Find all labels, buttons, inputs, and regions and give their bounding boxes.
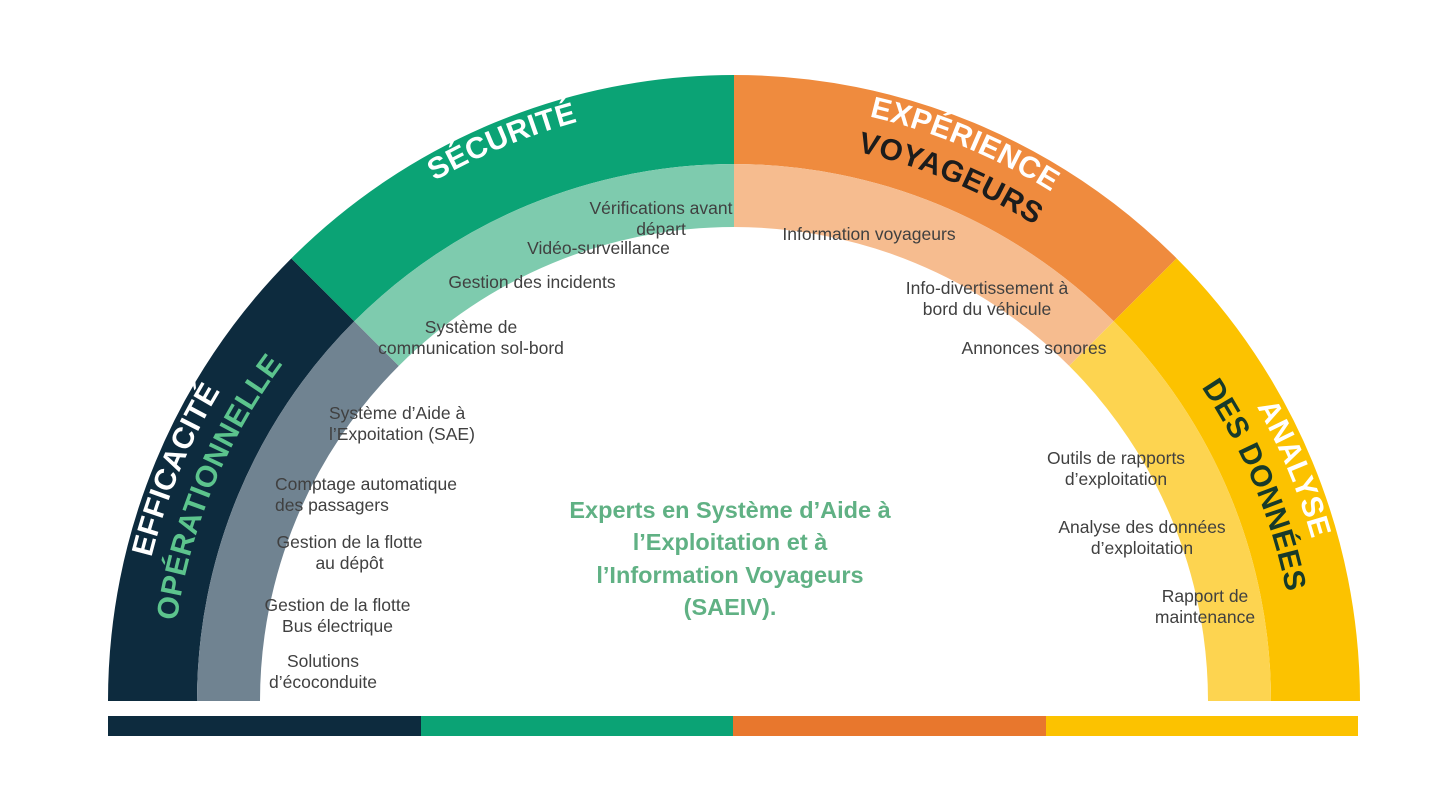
spoke-label-line: Solutions bbox=[287, 651, 359, 671]
center-tagline-line: l’Information Voyageurs bbox=[596, 561, 864, 588]
spoke-label-line: d’exploitation bbox=[1064, 468, 1168, 489]
arc-outer-band-securite bbox=[291, 75, 734, 322]
arc-inner-band-experience-voyageurs bbox=[734, 164, 1114, 366]
spoke-label-line: Rapport de bbox=[1161, 586, 1249, 606]
spoke-label-line: Gestion de la flotte bbox=[264, 595, 411, 615]
spoke-label-line: Annonces sonores bbox=[961, 338, 1107, 358]
spoke-label-experience-voyageurs-0: Information voyageurs bbox=[774, 224, 964, 245]
arc-inner-band-securite bbox=[354, 164, 734, 366]
bottom-bar-segment-0 bbox=[108, 716, 421, 736]
spoke-label-experience-voyageurs-2: Annonces sonores bbox=[955, 338, 1113, 359]
spoke-label-line: Analyse des données bbox=[1058, 517, 1226, 537]
spoke-label-line: Vidéo-surveillance bbox=[527, 238, 670, 258]
arc-inner-band-analyse-des-donnees bbox=[1069, 321, 1271, 701]
arc-bands bbox=[108, 75, 1360, 701]
spoke-label-line: bord du véhicule bbox=[922, 298, 1052, 319]
spoke-label-line: départ bbox=[636, 218, 686, 239]
spoke-label-securite-1: Vidéo-surveillance bbox=[516, 238, 681, 259]
spoke-label-line: d’écoconduite bbox=[269, 671, 377, 692]
spoke-label-line: Bus électrique bbox=[282, 615, 393, 636]
spoke-label-line: Gestion des incidents bbox=[448, 272, 616, 292]
center-tagline-line: Experts en Système d’Aide à bbox=[569, 497, 891, 523]
center-tagline: Experts en Système d’Aide à l’Exploitatio… bbox=[520, 494, 940, 624]
spoke-label-line: l’Expoitation (SAE) bbox=[329, 423, 475, 444]
spoke-label-line: Système d’Aide à bbox=[329, 403, 466, 423]
bottom-bar-segment-2 bbox=[733, 716, 1046, 736]
spoke-label-line: Comptage automatique bbox=[275, 474, 457, 494]
spoke-label-line: communication sol-bord bbox=[378, 337, 564, 358]
spoke-label-line: Système de bbox=[424, 317, 518, 337]
center-tagline-line: l’Exploitation et à bbox=[632, 529, 828, 556]
bottom-color-bar bbox=[108, 716, 1358, 736]
spoke-label-line: Outils de rapports bbox=[1046, 448, 1186, 468]
spoke-label-line: Info-divertissement à bbox=[905, 278, 1069, 298]
spoke-label-line: maintenance bbox=[1154, 606, 1256, 627]
arc-outer-band-analyse-des-donnees bbox=[1113, 258, 1360, 701]
spoke-label-line: au dépôt bbox=[315, 552, 384, 573]
bottom-bar-segment-1 bbox=[420, 716, 733, 736]
spoke-label-line: des passagers bbox=[275, 494, 389, 515]
spoke-label-line: Information voyageurs bbox=[782, 224, 956, 244]
arc-outer-band-experience-voyageurs bbox=[734, 75, 1177, 322]
arc-inner-band-efficacite bbox=[197, 321, 399, 701]
spoke-label-line: Vérifications avant bbox=[589, 198, 733, 218]
bottom-bar-segment-3 bbox=[1045, 716, 1358, 736]
spoke-label-securite-2: Gestion des incidents bbox=[439, 272, 625, 293]
spoke-label-line: Gestion de la flotte bbox=[276, 532, 423, 552]
arc-outer-band-efficacite bbox=[108, 258, 355, 701]
spoke-label-line: d’exploitation bbox=[1090, 537, 1194, 558]
center-tagline-line: (SAEIV). bbox=[683, 594, 777, 621]
